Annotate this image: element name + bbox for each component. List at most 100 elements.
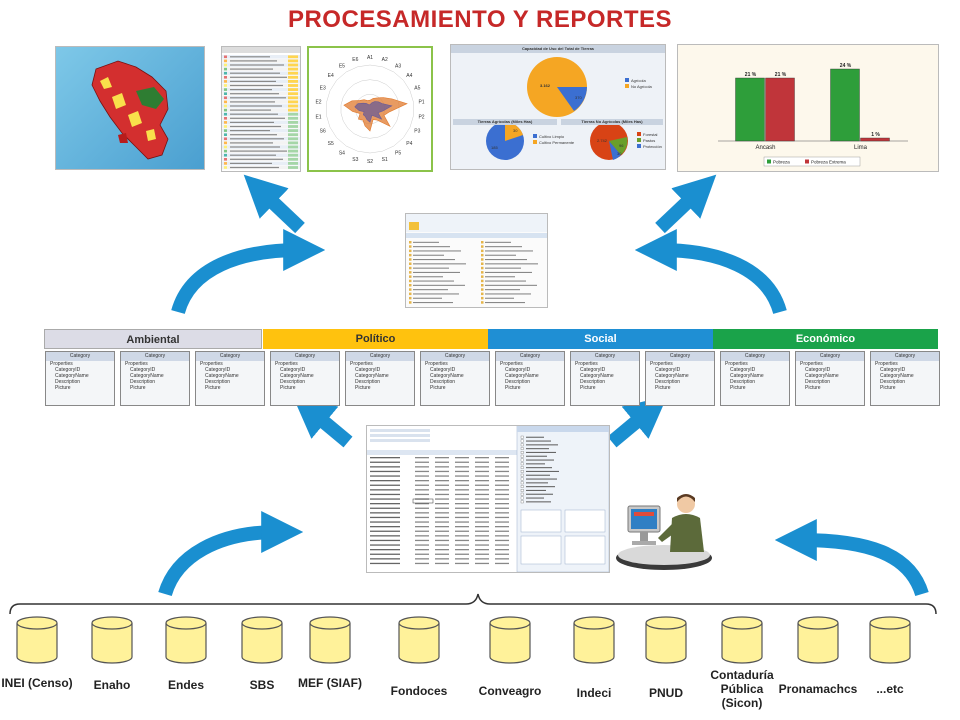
category-card-field: CategoryName (730, 373, 764, 379)
bar-data-label: 24 % (840, 63, 852, 69)
pie-right-value-3: 30 (617, 151, 622, 156)
category-card-field: CategoryID (880, 367, 906, 373)
category-card-field: CategoryName (55, 373, 89, 379)
category-card-header: Category (871, 352, 939, 361)
radar-axis-label: E3 (320, 85, 326, 91)
category-card-header: Category (496, 352, 564, 361)
source-label: INEI (Censo) (1, 676, 73, 690)
bar-pobreza-extrema (860, 137, 890, 142)
band-economico: Económico (713, 329, 938, 349)
radar-axis-label: E2 (315, 100, 321, 106)
source-label: Indeci (576, 686, 612, 700)
bar-pobreza (830, 68, 860, 142)
category-card-field: Description (580, 379, 606, 385)
page-title: PROCESAMIENTO Y REPORTES (287, 6, 673, 33)
database-cylinder (868, 615, 912, 670)
category-card-field: CategoryID (205, 367, 231, 373)
pie-charts-thumbnail: Capacidad de Uso del Total de Tierras 3.… (450, 44, 666, 170)
category-card-field: Picture (505, 385, 521, 391)
category-card-header: Category (46, 352, 114, 361)
band-social: Social (488, 329, 713, 349)
category-card-header: Category (571, 352, 639, 361)
pie-left-value-1: 185 (491, 145, 498, 150)
category-card-field: CategoryName (130, 373, 164, 379)
database-cylinder (644, 615, 688, 670)
category-card-field: CategoryID (505, 367, 531, 373)
category-card-field: Description (130, 379, 156, 385)
pie-right-legend-1: Forestal (643, 132, 658, 137)
peru-map-graphic (91, 60, 169, 160)
bar-category-label: Ancash (755, 145, 775, 151)
database-cylinder (572, 615, 616, 670)
radar-axis-label: P2 (418, 114, 424, 120)
category-card-field: Picture (55, 385, 71, 391)
database-cylinder (164, 615, 208, 670)
pie-right-title: Tierras No Agrícolas (Miles Has) (561, 119, 663, 125)
radar-axis-label: S3 (352, 157, 358, 163)
category-card-field: CategoryID (805, 367, 831, 373)
category-card-field: CategoryName (430, 373, 464, 379)
category-card-field: CategoryID (580, 367, 606, 373)
indicator-table-graphic (222, 47, 300, 170)
analyst-graphic (616, 494, 712, 570)
category-card-field: CategoryID (655, 367, 681, 373)
radar-axis-label: P3 (414, 129, 420, 135)
source-label: Endes (167, 678, 204, 692)
category-card-field: CategoryID (730, 367, 756, 373)
database-cylinder (397, 615, 441, 670)
category-card-field: CategoryName (505, 373, 539, 379)
category-card-field: Picture (655, 385, 671, 391)
source-label: Pronamachcs (778, 682, 858, 696)
category-card-section: Properties (50, 361, 73, 367)
database-cylinder (308, 615, 352, 670)
legend-swatch (767, 159, 771, 164)
database-cylinder (15, 615, 59, 670)
category-card-field: Picture (805, 385, 821, 391)
category-card-field: CategoryID (130, 367, 156, 373)
category-card-field: Picture (880, 385, 896, 391)
category-card-field: Description (805, 379, 831, 385)
bar-pobreza-extrema (765, 77, 795, 142)
radar-axis-label: S1 (382, 157, 388, 163)
category-card-header: Category (346, 352, 414, 361)
source-label: Conveagro (478, 684, 542, 698)
pie-right-value-1: 2.742 (597, 138, 608, 143)
pie-top-value-2: 370 (575, 95, 582, 100)
category-card-field: CategoryID (430, 367, 456, 373)
legend-swatch (805, 159, 809, 164)
category-card-field: Picture (355, 385, 371, 391)
peru-map-thumbnail (55, 46, 205, 170)
source-label: ...etc (876, 682, 904, 696)
radar-axis-label: A3 (395, 63, 401, 69)
category-card-field: CategoryID (280, 367, 306, 373)
category-card-field: CategoryID (55, 367, 81, 373)
radar-axis-label: S2 (367, 159, 373, 165)
category-card-field: CategoryName (805, 373, 839, 379)
radar-axis-label: S6 (320, 129, 326, 135)
radar-axis-label: E1 (315, 114, 321, 120)
radar-axis-label: E6 (352, 57, 358, 63)
arrow-upper-right (634, 229, 787, 315)
pie-left-value-2: 30 (513, 128, 518, 133)
category-card-field: Picture (130, 385, 146, 391)
database-cylinder (488, 615, 532, 670)
pie-right-value-2: 96 (619, 143, 624, 148)
arrow-lower-right (774, 519, 929, 597)
radar-axis-label: P1 (418, 100, 424, 106)
pie-top-value-1: 3.162 (540, 83, 551, 88)
band-ambiental: Ambiental (44, 329, 262, 349)
category-card-field: Picture (580, 385, 596, 391)
bar-data-label: 21 % (775, 72, 787, 78)
pie-left-title: Tierras Agrícolas (Miles Has) (453, 119, 557, 125)
category-card-field: Picture (205, 385, 221, 391)
